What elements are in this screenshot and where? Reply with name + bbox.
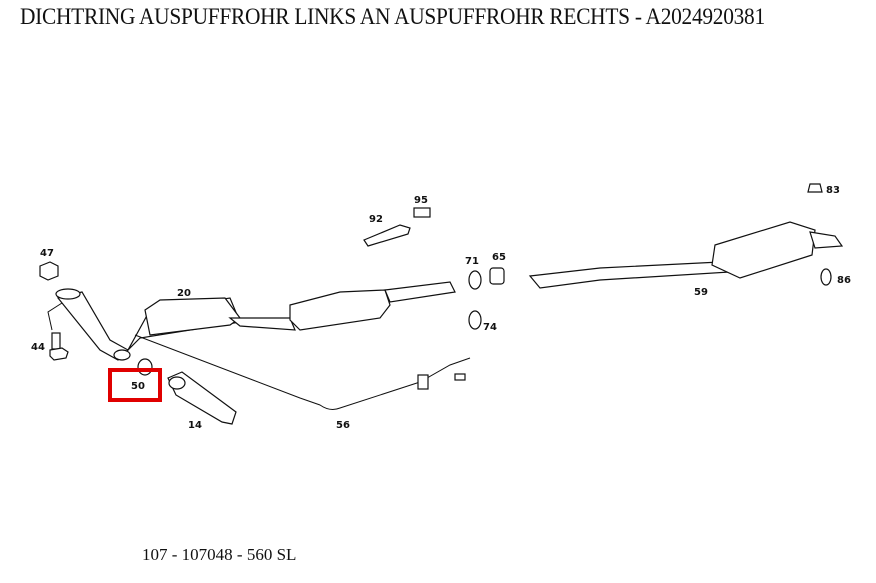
page-title: DICHTRING AUSPUFFROHR LINKS AN AUSPUFFRO…	[20, 4, 765, 29]
label-56[interactable]: 56	[336, 420, 350, 431]
part-47-nut[interactable]	[39, 261, 59, 281]
part-50-seal-ring[interactable]	[137, 358, 153, 376]
label-83[interactable]: 83	[826, 185, 840, 196]
label-95[interactable]: 95	[414, 195, 428, 206]
label-14[interactable]: 14	[188, 420, 202, 431]
highlight-box	[108, 368, 162, 402]
part-59-rear-pipe[interactable]	[528, 261, 732, 289]
label-86[interactable]: 86	[837, 275, 851, 286]
part-74-rubber-mount[interactable]	[468, 310, 482, 330]
label-71[interactable]: 71	[465, 256, 479, 267]
label-20[interactable]: 20	[177, 288, 191, 299]
part-92-bracket[interactable]	[363, 224, 411, 247]
part-71-rubber-mount[interactable]	[468, 270, 482, 290]
label-59[interactable]: 59	[694, 287, 708, 298]
label-65[interactable]: 65	[492, 252, 506, 263]
part-56-sensor-wire	[134, 334, 471, 410]
label-50[interactable]: 50	[131, 381, 145, 392]
label-92[interactable]: 92	[369, 214, 383, 225]
part-muffler[interactable]	[711, 221, 816, 279]
part-44-bolt[interactable]	[51, 332, 61, 350]
model-footer: 107 - 107048 - 560 SL	[142, 545, 297, 564]
part-86-ring[interactable]	[820, 268, 832, 286]
part-95-clip[interactable]	[413, 207, 431, 218]
label-44[interactable]: 44	[31, 342, 45, 353]
label-47[interactable]: 47	[40, 248, 54, 259]
label-74[interactable]: 74	[483, 322, 497, 333]
part-65-clamp[interactable]	[489, 267, 505, 285]
part-83-rubber-buffer[interactable]	[807, 183, 823, 193]
part-20-catalytic[interactable]	[289, 289, 391, 331]
